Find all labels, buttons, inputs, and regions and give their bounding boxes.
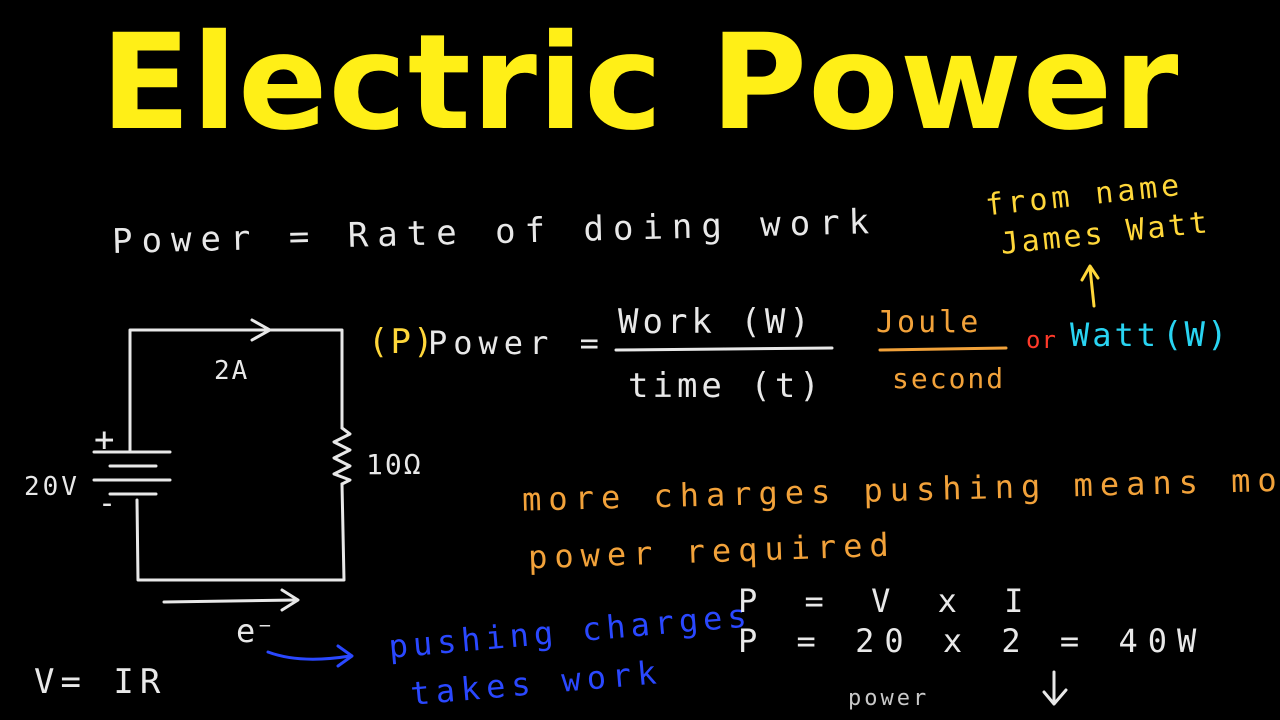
electron-arrow-head <box>280 588 300 612</box>
current-label: 2A <box>214 356 250 386</box>
ohms-law: V= IR <box>34 662 167 702</box>
formula-denominator: time (t) <box>628 366 824 406</box>
blue-arrow <box>266 650 352 661</box>
unit-watt: Watt <box>1070 316 1160 354</box>
calc-line1: P = V x I <box>738 582 1038 620</box>
unit-numerator: Joule <box>876 305 982 340</box>
blue-arrow-head <box>336 644 354 668</box>
circuit-top-wire <box>128 328 344 452</box>
unit-denominator: second <box>892 362 1006 395</box>
or-text: or <box>1026 326 1057 354</box>
formula-numerator: Work (W) <box>618 302 814 342</box>
electron-arrow-line <box>162 598 298 604</box>
calc-bottom-word: power <box>848 686 930 711</box>
origin-arrow-line <box>1088 266 1096 308</box>
circuit-bottom-wire <box>135 482 346 582</box>
current-arrow-head <box>250 318 272 342</box>
formula-lhs: Power = <box>428 324 605 362</box>
down-arrow <box>1042 670 1068 706</box>
resistor <box>332 426 352 486</box>
formula-fraction-bar <box>614 346 834 352</box>
calc-line2: P = 20 x 2 = 40W <box>738 622 1207 660</box>
plus-sign: + <box>94 420 115 460</box>
electron-label: e⁻ <box>236 612 275 650</box>
page-title: Electric Power <box>100 6 1180 160</box>
power-symbol: (P) <box>368 322 436 362</box>
unit-watt-symbol: (W) <box>1162 315 1230 355</box>
origin-arrow-head <box>1080 264 1100 282</box>
resistance-label: 10Ω <box>366 448 423 481</box>
unit-fraction-bar <box>878 346 1008 352</box>
voltage-label: 20V <box>24 472 80 502</box>
